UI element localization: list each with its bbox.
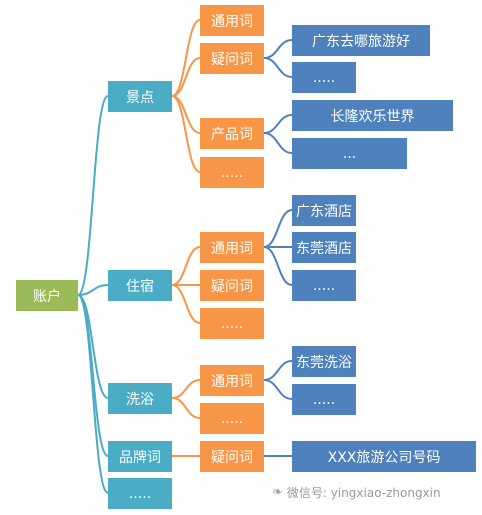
connector-line-0 — [77, 95, 109, 296]
l2-node-generic: 通用词 — [200, 232, 264, 263]
connector-line-15 — [263, 39, 293, 59]
l3-node-dongguan-hotel: 东莞酒店 — [292, 232, 356, 263]
connector-line-5 — [171, 19, 201, 97]
connector-line-4 — [77, 294, 109, 494]
l3-node-more: ..... — [292, 62, 356, 93]
connector-line-21 — [263, 246, 293, 286]
l1-node-brand: 品牌词 — [108, 441, 172, 472]
watermark: ❧ 微信号: yingxiao-zhongxin — [272, 483, 477, 501]
connector-line-9 — [171, 246, 201, 286]
l2-node-question: 疑问词 — [200, 441, 264, 472]
connector-line-6 — [171, 57, 201, 97]
l2-node-more: ..... — [200, 308, 264, 339]
watermark-text: 微信号: yingxiao-zhongxin — [286, 485, 441, 500]
connector-line-12 — [171, 379, 201, 399]
root-node-account: 账户 — [16, 280, 78, 311]
l3-node-chimelong: 长隆欢乐世界 — [292, 100, 453, 131]
connector-line-19 — [263, 209, 293, 248]
l2-node-more: ..... — [200, 403, 264, 434]
connector-line-11 — [171, 284, 201, 324]
l3-node-more: ..... — [292, 270, 356, 301]
l3-node-more: ... — [292, 138, 407, 169]
l2-node-product: 产品词 — [200, 118, 264, 149]
connector-line-8 — [171, 95, 201, 173]
connector-line-1 — [77, 284, 109, 296]
l2-node-question: 疑问词 — [200, 43, 264, 74]
l3-node-guangdong-travel: 广东去哪旅游好 — [292, 25, 430, 56]
connector-line-18 — [263, 132, 293, 154]
l3-node-guangdong-hotel: 广东酒店 — [292, 195, 356, 226]
connector-line-16 — [263, 57, 293, 78]
connector-line-23 — [263, 379, 293, 400]
connector-line-7 — [171, 95, 201, 134]
l1-node-lodging: 住宿 — [108, 270, 172, 301]
connector-line-22 — [263, 360, 293, 381]
wechat-icon: ❧ — [272, 484, 283, 500]
l2-node-question: 疑问词 — [200, 270, 264, 301]
l1-node-scenic: 景点 — [108, 81, 172, 112]
l3-node-agency-phone: XXX旅游公司号码 — [292, 441, 476, 472]
connector-line-13 — [171, 397, 201, 419]
connector-line-17 — [263, 114, 293, 134]
l3-node-more: ..... — [292, 384, 356, 415]
l2-node-generic: 通用词 — [200, 5, 264, 36]
l1-node-more: ..... — [108, 478, 172, 509]
l2-node-generic: 通用词 — [200, 365, 264, 396]
l3-node-dongguan-bath: 东莞洗浴 — [292, 346, 356, 377]
connector-line-3 — [77, 294, 109, 457]
l1-node-bath: 洗浴 — [108, 383, 172, 414]
l2-node-more: ..... — [200, 157, 264, 188]
